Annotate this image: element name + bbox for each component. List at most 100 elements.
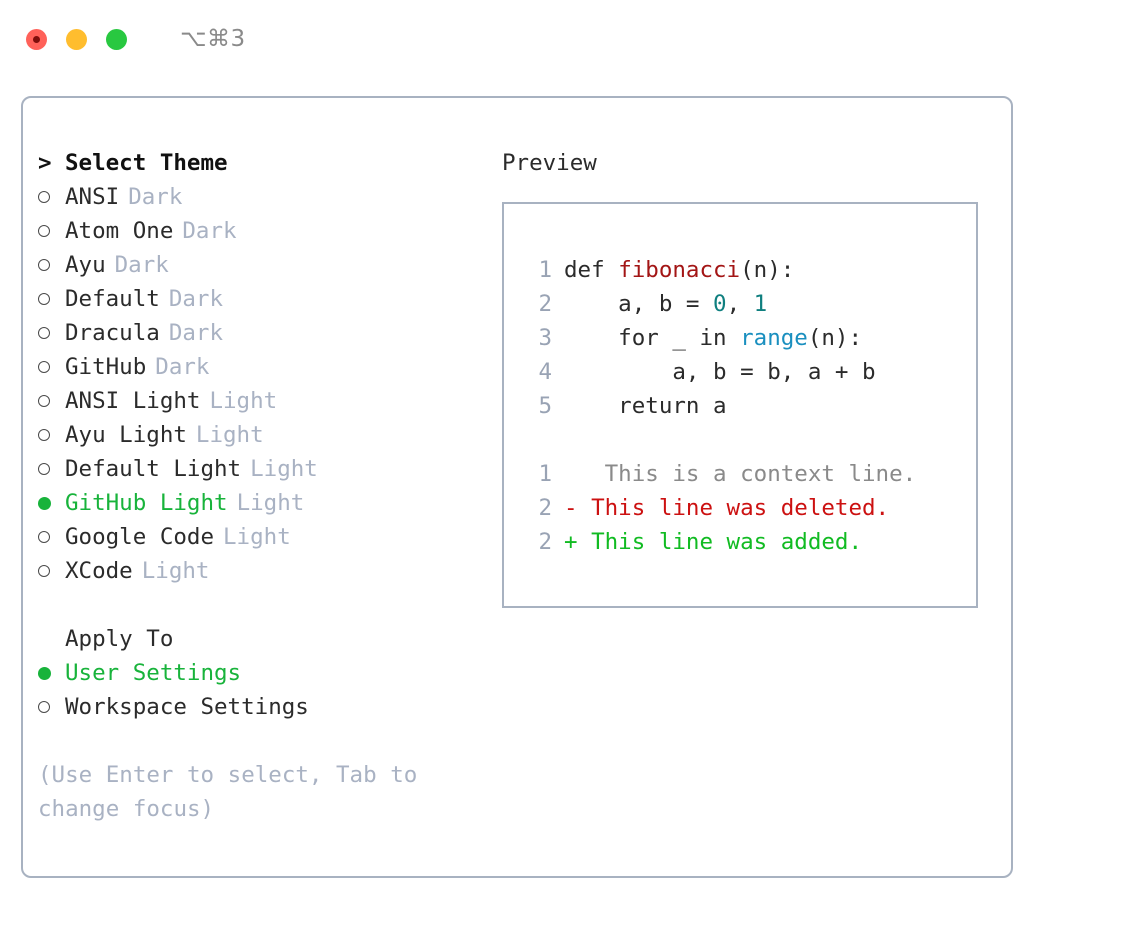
theme-name: Ayu — [65, 252, 106, 278]
code-line: 2 a, b = 0, 1 — [522, 287, 976, 321]
code-token: fibonacci — [618, 257, 741, 283]
apply-to-option-label: Workspace Settings — [65, 694, 309, 720]
theme-name: Default Light — [65, 456, 242, 482]
theme-variant-badge: Light — [141, 558, 210, 584]
diff-line: 2- This line was deleted. — [522, 491, 976, 525]
radio-unselected-icon — [38, 225, 65, 237]
radio-unselected-icon — [38, 701, 65, 713]
code-token: (n): — [807, 325, 863, 351]
theme-variant-badge: Light — [236, 490, 305, 516]
apply-to-header: Apply To — [38, 622, 478, 656]
code-line-number: 2 — [538, 291, 552, 317]
theme-list-item[interactable]: GitHub Light Light — [38, 486, 478, 520]
zoom-button[interactable] — [106, 28, 127, 50]
radio-unselected-icon — [38, 531, 65, 543]
diff-line-text: This line was added. — [577, 529, 863, 555]
theme-list-item[interactable]: Atom One Dark — [38, 214, 478, 248]
code-line-number: 5 — [538, 393, 552, 419]
theme-variant-badge: Dark — [168, 286, 224, 312]
code-token: for _ in — [564, 325, 741, 351]
diff-sign: + — [564, 529, 578, 555]
radio-selected-icon — [38, 666, 65, 680]
theme-name: Ayu Light — [65, 422, 187, 448]
radio-unselected-icon — [38, 361, 65, 373]
theme-variant-badge: Light — [250, 456, 318, 482]
code-token: a, b = — [564, 291, 714, 317]
diff-line: 2 + This line was added. — [522, 525, 976, 559]
radio-unselected-icon — [38, 565, 65, 577]
code-line: 5 return a — [522, 389, 976, 423]
theme-list-item[interactable]: Dracula Dark — [38, 316, 478, 350]
code-token: 0 — [713, 291, 727, 317]
close-button[interactable] — [26, 28, 47, 50]
theme-list-item[interactable]: Ayu Light Light — [38, 418, 478, 452]
select-theme-header: > Select Theme — [38, 146, 478, 180]
code-token: a, b = b, a + b — [564, 359, 876, 385]
diff-sample: 1 This is a context line.2- This line wa… — [522, 457, 976, 559]
list-spacer — [38, 588, 478, 622]
diff-line: 1 This is a context line. — [522, 457, 976, 491]
radio-unselected-icon — [38, 259, 65, 271]
code-token: (n): — [740, 257, 795, 283]
theme-name: Atom One — [65, 218, 174, 244]
theme-variant-badge: Dark — [168, 320, 224, 346]
minimize-button[interactable] — [66, 28, 87, 50]
theme-list-item[interactable]: Default Light Light — [38, 452, 478, 486]
theme-name: Google Code — [65, 524, 215, 550]
apply-to-option-label: User Settings — [65, 660, 242, 686]
apply-to-option[interactable]: User Settings — [38, 656, 478, 690]
radio-unselected-icon — [38, 191, 65, 203]
diff-sign: - — [564, 495, 578, 521]
theme-list-item[interactable]: ANSI Dark — [38, 180, 478, 214]
theme-variant-badge: Light — [223, 524, 291, 550]
code-line-content: for _ in range(n): — [564, 321, 862, 355]
diff-line-number: 2 — [538, 495, 552, 521]
diff-sign — [564, 457, 578, 491]
theme-name: ANSI — [65, 184, 120, 210]
code-line-number: 1 — [538, 257, 552, 283]
radio-unselected-icon — [38, 293, 65, 305]
theme-list-item[interactable]: Google Code Light — [38, 520, 478, 554]
theme-variant-badge: Light — [195, 422, 264, 448]
radio-unselected-icon — [38, 463, 65, 475]
code-line-content: a, b = b, a + b — [564, 355, 876, 389]
code-token: , — [726, 291, 754, 317]
apply-to-label: Apply To — [65, 626, 174, 652]
code-line-number: 4 — [538, 359, 552, 385]
theme-variant-badge: Dark — [114, 252, 169, 278]
radio-unselected-icon — [38, 327, 65, 339]
theme-name: XCode — [65, 558, 133, 584]
code-line: 1 def fibonacci(n): — [522, 253, 976, 287]
keyboard-hint: (Use Enter to select, Tab to change focu… — [38, 762, 418, 822]
theme-name: GitHub Light — [65, 490, 228, 516]
code-line-number: 3 — [538, 325, 552, 351]
radio-unselected-icon — [38, 395, 65, 407]
theme-name: Dracula — [65, 320, 160, 346]
code-line-content: a, b = 0, 1 — [564, 287, 767, 321]
theme-variant-badge: Dark — [128, 184, 183, 210]
code-diff-gap — [522, 423, 976, 457]
prompt-caret-icon: > — [38, 150, 52, 176]
code-token: range — [740, 325, 808, 351]
code-token: def — [564, 257, 619, 283]
diff-line-number: 2 — [538, 529, 552, 555]
page-title: Select Theme — [65, 150, 228, 176]
preview-title: Preview — [502, 150, 597, 176]
radio-selected-icon — [38, 496, 65, 510]
code-token: return a — [564, 393, 727, 419]
theme-list-item[interactable]: XCode Light — [38, 554, 478, 588]
theme-list-item[interactable]: Ayu Dark — [38, 248, 478, 282]
theme-name: GitHub — [65, 354, 147, 380]
theme-variant-badge: Dark — [182, 218, 237, 244]
keyboard-shortcut-label: ⌥⌘3 — [180, 26, 246, 52]
apply-to-option[interactable]: Workspace Settings — [38, 690, 478, 724]
diff-line-text: This line was deleted. — [577, 495, 890, 521]
